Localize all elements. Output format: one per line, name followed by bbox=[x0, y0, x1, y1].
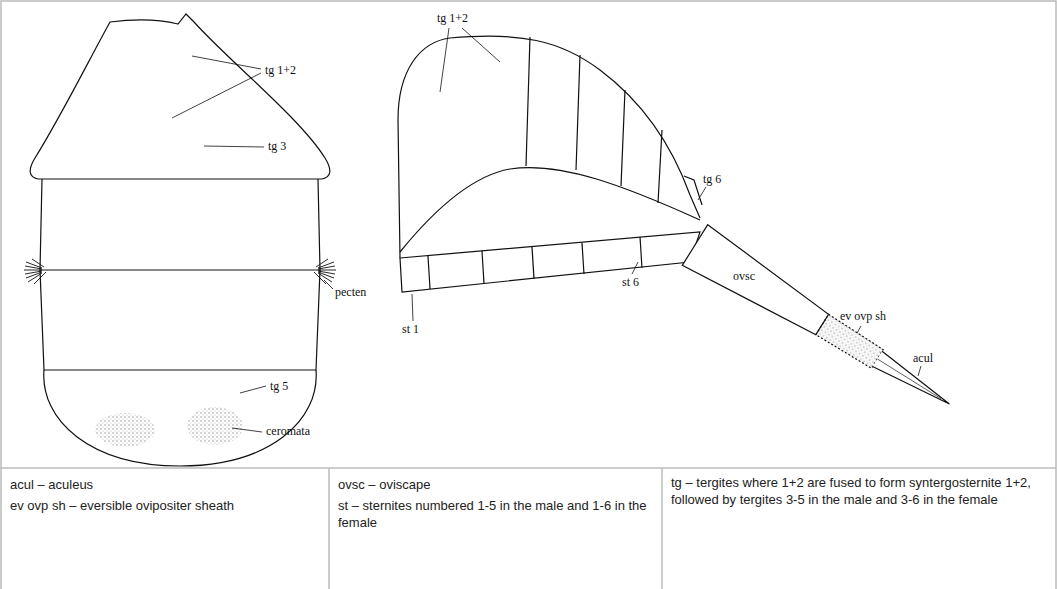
part-label: st 1 bbox=[402, 323, 419, 336]
part-label: ceromata bbox=[266, 425, 310, 438]
table-cell-text: acul – aculeus bbox=[10, 476, 320, 493]
ovipositor bbox=[682, 225, 962, 425]
part-label: tg 1+2 bbox=[437, 12, 468, 25]
dorsal-view bbox=[24, 14, 336, 466]
part-label: tg 1+2 bbox=[265, 64, 296, 77]
aculeus bbox=[873, 351, 955, 411]
leader-lines bbox=[412, 28, 921, 376]
lateral-view bbox=[398, 36, 962, 424]
table-rule bbox=[661, 468, 663, 589]
syntergosternite bbox=[30, 14, 330, 179]
tergite bbox=[44, 370, 316, 466]
oviscape bbox=[682, 225, 835, 345]
tergite bbox=[684, 176, 702, 205]
part-label: acul bbox=[913, 352, 933, 365]
table-cell-text: ev ovp sh – eversible ovipositer sheath bbox=[10, 497, 320, 514]
leader-lines bbox=[172, 56, 333, 432]
table-rule bbox=[328, 468, 330, 589]
table-cell-text: st – sternites numbered 1-5 in the male … bbox=[338, 497, 654, 531]
part-label: tg 3 bbox=[268, 140, 286, 153]
table-cell-text: ovsc – oviscape bbox=[338, 476, 654, 493]
part-label: pecten bbox=[335, 286, 366, 299]
table-rule bbox=[1, 467, 1056, 469]
part-label: st 6 bbox=[622, 276, 639, 289]
pecten-bristles bbox=[24, 259, 336, 284]
part-label: tg 6 bbox=[703, 173, 721, 186]
tergite bbox=[40, 179, 320, 270]
part-label: tg 5 bbox=[270, 380, 288, 393]
ceromata-patch bbox=[187, 407, 243, 445]
tergite bbox=[40, 270, 320, 370]
sternite-band bbox=[400, 232, 700, 292]
part-label: ev ovp sh bbox=[840, 310, 886, 323]
part-label: ovsc bbox=[733, 270, 755, 283]
ceromata-patch bbox=[95, 413, 155, 447]
table-cell-text: tg – tergites where 1+2 are fused to for… bbox=[671, 474, 1047, 508]
